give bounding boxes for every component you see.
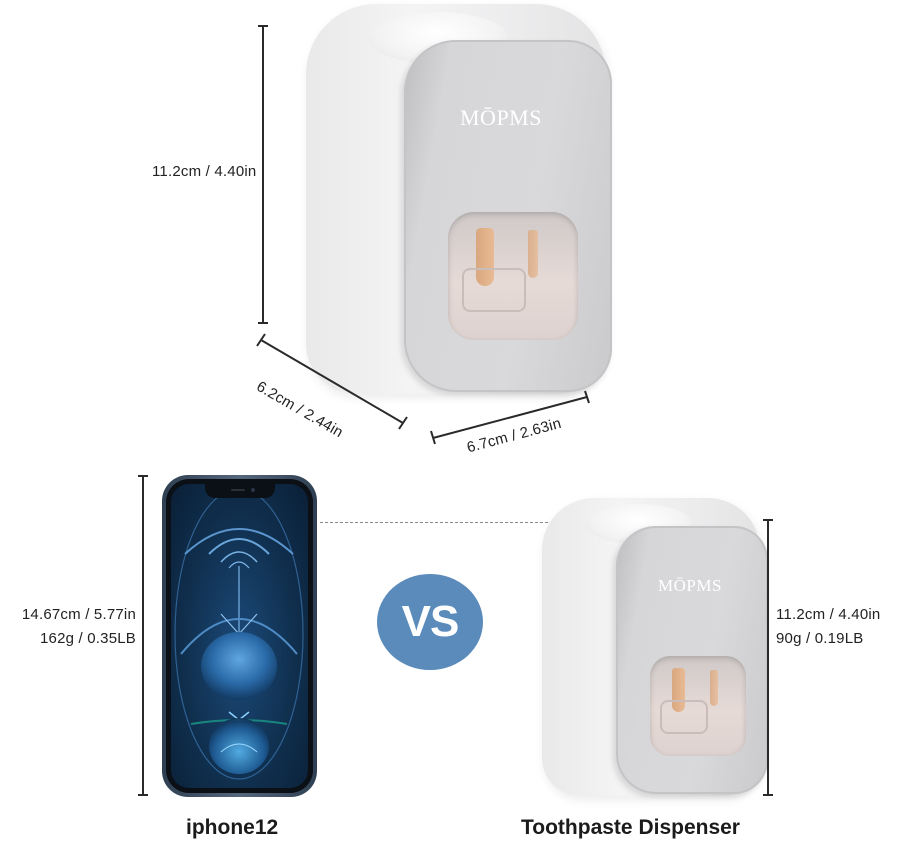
width-dimension-line	[430, 390, 590, 445]
window-ridge	[462, 268, 526, 312]
nozzle	[710, 670, 718, 706]
vs-badge: VS	[377, 574, 483, 670]
wallpaper-graphic	[174, 488, 304, 780]
phone-size-label: 14.67cm / 5.77in	[21, 606, 136, 623]
height-dimension-line	[262, 25, 264, 323]
dispenser-caption: Toothpaste Dispenser	[521, 816, 740, 839]
brand-logo: MŌPMS	[658, 576, 722, 595]
phone-weight-label: 162g / 0.35LB	[39, 630, 136, 647]
dimension-cap	[763, 794, 773, 796]
dispenser-height-dimension-line	[767, 519, 769, 795]
iphone12-image	[162, 475, 317, 797]
dispenser-window	[448, 212, 578, 340]
brand-logo: MŌPMS	[460, 105, 542, 130]
dispenser-large: MŌPMS	[300, 0, 620, 400]
phone-notch	[204, 484, 275, 498]
dispenser-weight-label: 90g / 0.19LB	[776, 630, 864, 647]
dispenser-small: MŌPMS	[540, 496, 770, 800]
height-label: 11.2cm / 4.40in	[152, 163, 257, 180]
phone-height-dimension-line	[142, 475, 144, 795]
dispenser-size-label: 11.2cm / 4.40in	[776, 606, 881, 623]
depth-dimension-line	[256, 333, 408, 430]
dispenser-window	[650, 656, 746, 756]
nozzle	[528, 230, 538, 278]
comparison-guide-line	[320, 522, 548, 523]
dimension-cap	[138, 794, 148, 796]
phone-caption: iphone12	[186, 816, 279, 839]
phone-screen	[171, 484, 308, 788]
nozzle	[476, 228, 494, 286]
window-ridge	[660, 700, 708, 734]
dimension-cap	[258, 322, 268, 324]
